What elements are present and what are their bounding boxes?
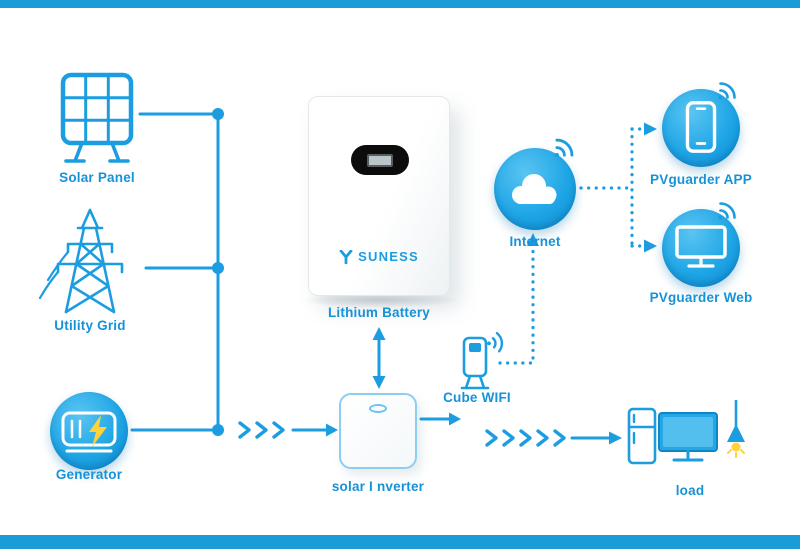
web-wifi-icon xyxy=(718,202,736,220)
suness-brand-text: SUNESS xyxy=(358,249,419,264)
cloud-icon xyxy=(512,174,557,204)
utility-grid-icon xyxy=(38,208,124,314)
junction-dot-grid xyxy=(212,262,224,274)
utility-grid-label: Utility Grid xyxy=(54,318,126,333)
edge-bus-inverter-arrowhead xyxy=(326,423,338,437)
internet-wifi-icon xyxy=(554,138,574,158)
battery-display xyxy=(367,153,393,167)
pvguarder-web-label: PVguarder Web xyxy=(649,290,753,305)
battery-brand: SUNESS xyxy=(309,249,449,264)
edge-branch-app-arrowhead xyxy=(644,122,657,136)
suness-logo-icon xyxy=(339,249,353,264)
load-label: load xyxy=(675,483,705,498)
battery-screen xyxy=(351,145,409,175)
edge-inverter-load-arrowhead xyxy=(609,431,622,445)
edge-cubewifi-internet-arrowhead xyxy=(527,233,539,246)
edge-battery-inverter-arrowhead-down xyxy=(372,376,386,389)
internet-icon xyxy=(494,148,576,230)
solar-panel-icon xyxy=(60,72,134,163)
lightning-bolt-icon xyxy=(89,415,107,447)
pvguarder-app-icon xyxy=(662,89,740,167)
pvguarder-web-icon xyxy=(662,209,740,287)
cube-wifi-label: Cube WIFI xyxy=(443,390,511,405)
solar-inverter-label: solar I nverter xyxy=(331,479,425,494)
edge-inverter-load-chevrons xyxy=(485,429,566,447)
edge-inverter-cubewifi-arrowhead xyxy=(449,412,461,426)
edge-cubewifi-internet-dotted xyxy=(498,241,535,365)
junction-dot-solar xyxy=(212,108,224,120)
internet-label: Internet xyxy=(509,234,561,249)
solar-inverter-device xyxy=(339,393,417,469)
edge-battery-inverter-arrowhead-up xyxy=(372,327,386,340)
generator-glyph xyxy=(61,411,117,453)
junction-dot-generator xyxy=(212,424,224,436)
top-border-bar xyxy=(0,0,800,8)
edge-branch-web-arrowhead xyxy=(644,239,657,253)
lithium-battery-label: Lithium Battery xyxy=(327,305,430,320)
cube-wifi-icon xyxy=(460,336,490,390)
tv-icon xyxy=(658,412,718,462)
monitor-icon xyxy=(675,225,727,268)
inverter-indicator-oval xyxy=(369,404,387,413)
generator-label: Generator xyxy=(55,467,123,482)
solar-panel-label: Solar Panel xyxy=(59,170,135,185)
lithium-battery-device: SUNESS xyxy=(308,96,450,296)
app-wifi-icon xyxy=(718,82,736,100)
bottom-border-bar xyxy=(0,535,800,549)
smartphone-icon xyxy=(685,101,717,153)
pvguarder-app-label: PVguarder APP xyxy=(650,172,752,187)
battery-shadow xyxy=(300,292,460,308)
generator-icon xyxy=(50,392,128,470)
cube-wifi-signal-icon xyxy=(487,331,504,353)
lamp-icon xyxy=(727,400,745,458)
edge-bus-inverter-chevrons xyxy=(238,421,285,439)
fridge-icon xyxy=(627,407,657,465)
